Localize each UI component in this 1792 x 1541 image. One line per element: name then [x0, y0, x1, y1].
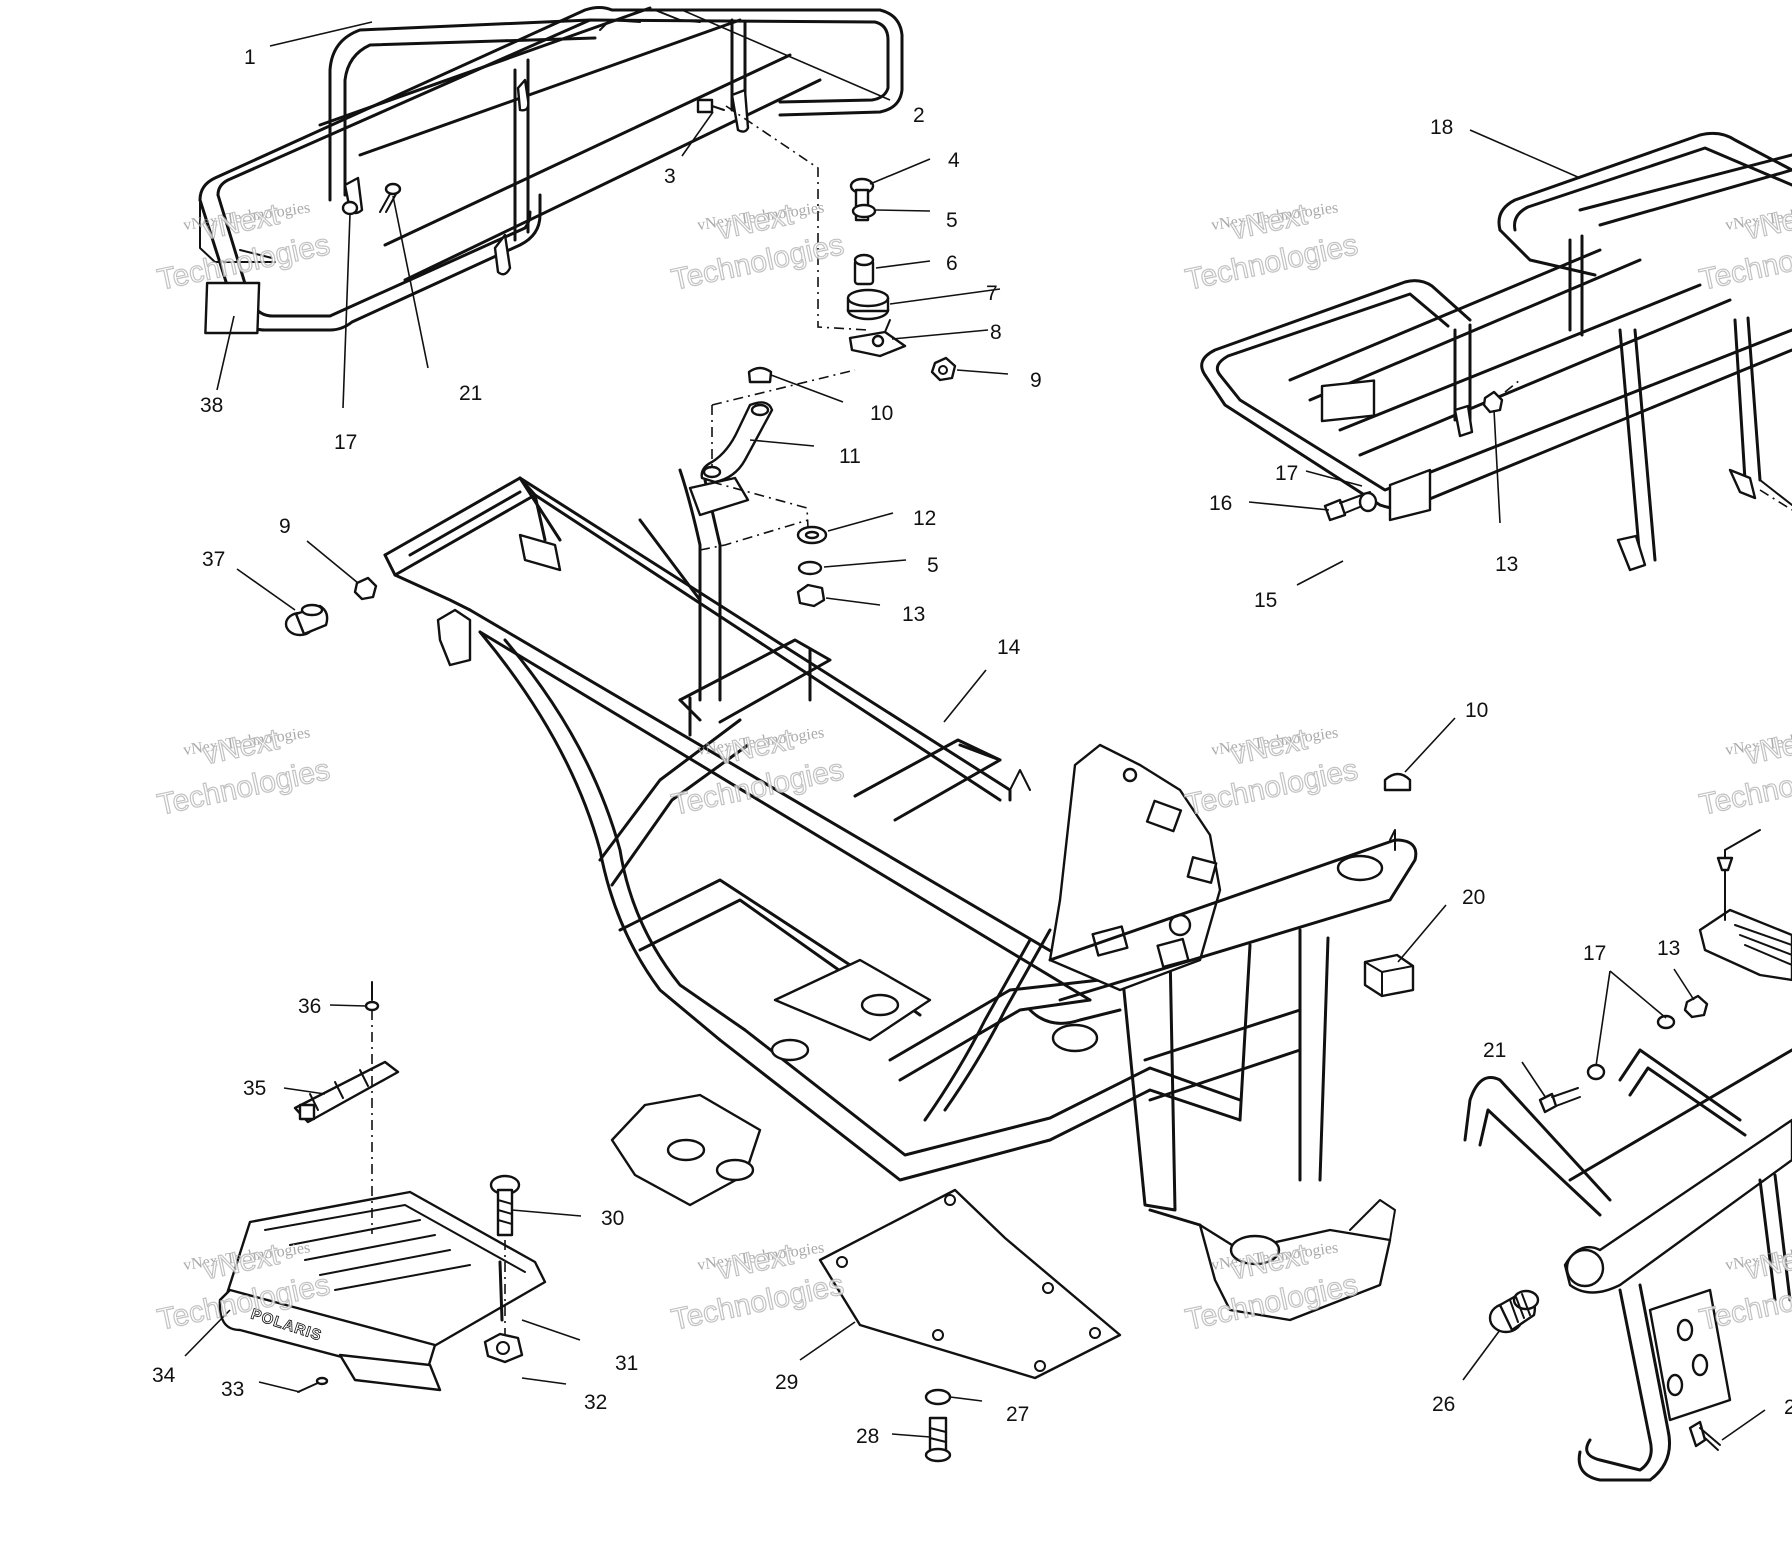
washer-part: [851, 203, 877, 219]
leader-lines: [184, 9, 1766, 1441]
callout-34: 34: [152, 1364, 176, 1387]
washer-stack-part: [796, 525, 828, 608]
rear-reflector-part: [204, 281, 261, 335]
callout-21: 21: [1483, 1039, 1506, 1062]
callout-9: 9: [1030, 369, 1042, 392]
callout-36: 36: [298, 995, 321, 1018]
callout-18: 18: [1430, 116, 1453, 139]
front-reflector-part: [1320, 379, 1376, 423]
knob-part: [1488, 1289, 1540, 1334]
nut-part: [1683, 994, 1709, 1019]
callout-17: 17: [1275, 462, 1298, 485]
callout-38: 38: [200, 394, 223, 417]
spacer-part: [853, 253, 875, 286]
callout-5: 5: [946, 209, 958, 232]
nut-part: [1482, 390, 1504, 414]
callout-33: 33: [221, 1378, 244, 1401]
screw-part: [489, 1174, 521, 1237]
skid-plate-part: [818, 1188, 1122, 1380]
callout-20: 20: [1462, 886, 1485, 909]
bolt-part: [1538, 1087, 1581, 1114]
callout-17: 17: [1583, 942, 1606, 965]
callout-10: 10: [870, 402, 893, 425]
callout-3: 3: [664, 165, 676, 188]
bolt-part: [696, 98, 725, 114]
end-cap-part: [284, 603, 329, 637]
callout-21: 21: [459, 382, 482, 405]
callout-28: 28: [856, 1425, 879, 1448]
main-frame-part: [383, 468, 1418, 1322]
skid-washer-part: [924, 1388, 952, 1406]
plug-part: [1383, 772, 1412, 792]
callout-11: 11: [839, 445, 861, 468]
callout-37: 37: [202, 548, 225, 571]
front-bumper-part: [1463, 1048, 1792, 1482]
callout-13: 13: [902, 603, 925, 626]
callout-labels: 1 2 3 4 5 6 7 8 9 10 11 12 5 13 14 9 37 …: [152, 46, 1792, 1448]
callout-7: 7: [986, 282, 998, 305]
callout-9: 9: [279, 515, 291, 538]
nut-part: [930, 356, 957, 382]
callout-29: 29: [775, 1371, 798, 1394]
grommet-part: [846, 288, 890, 321]
washer-part: [1656, 1014, 1676, 1030]
right-footrest-part: [1698, 829, 1792, 982]
callout-14: 14: [997, 636, 1021, 659]
front-rack-part: [1200, 131, 1792, 572]
callout-27: 27: [1006, 1403, 1029, 1426]
washer-part: [1358, 491, 1378, 513]
callout-16: 16: [1209, 492, 1232, 515]
washer-part: [1586, 1063, 1606, 1081]
plug-part: [747, 366, 773, 384]
rack-bolt-part: [341, 182, 402, 216]
rear-rack-part: [198, 6, 904, 332]
watermark-text: vNext: [1742, 723, 1792, 771]
nut-part: [483, 1332, 524, 1364]
callout-2: 2: [1784, 1396, 1792, 1419]
callout-8: 8: [990, 321, 1002, 344]
foam-block-part: [1363, 953, 1415, 998]
callout-5: 5: [927, 554, 939, 577]
callout-4: 4: [948, 149, 960, 172]
callout-26: 26: [1432, 1393, 1455, 1416]
skid-bolt-part: [924, 1416, 952, 1463]
callout-30: 30: [601, 1207, 624, 1230]
callout-17: 17: [334, 431, 357, 454]
callout-15: 15: [1254, 589, 1277, 612]
assembly-guide-lines: [371, 105, 1792, 1334]
callout-35: 35: [243, 1077, 266, 1100]
callout-10: 10: [1465, 699, 1488, 722]
watermark-text: vNext: [1742, 198, 1792, 246]
rack-bolt-part: [1323, 491, 1373, 522]
left-footrest-part: POLARIS: [218, 1190, 547, 1392]
callout-6: 6: [946, 252, 958, 275]
mount-bracket-part: [848, 319, 907, 358]
rivet-part: [297, 1376, 329, 1393]
callout-32: 32: [584, 1391, 607, 1414]
support-bracket-part: [700, 401, 774, 484]
callout-13: 13: [1657, 937, 1680, 960]
nut-part: [353, 576, 378, 601]
callout-31: 31: [615, 1352, 638, 1375]
callout-1: 1: [244, 46, 256, 69]
callout-2: 2: [913, 104, 925, 127]
wire-pin-part: [364, 981, 380, 1012]
callout-13: 13: [1495, 553, 1518, 576]
bolt-part: [1688, 1420, 1721, 1451]
callout-12: 12: [913, 507, 936, 530]
